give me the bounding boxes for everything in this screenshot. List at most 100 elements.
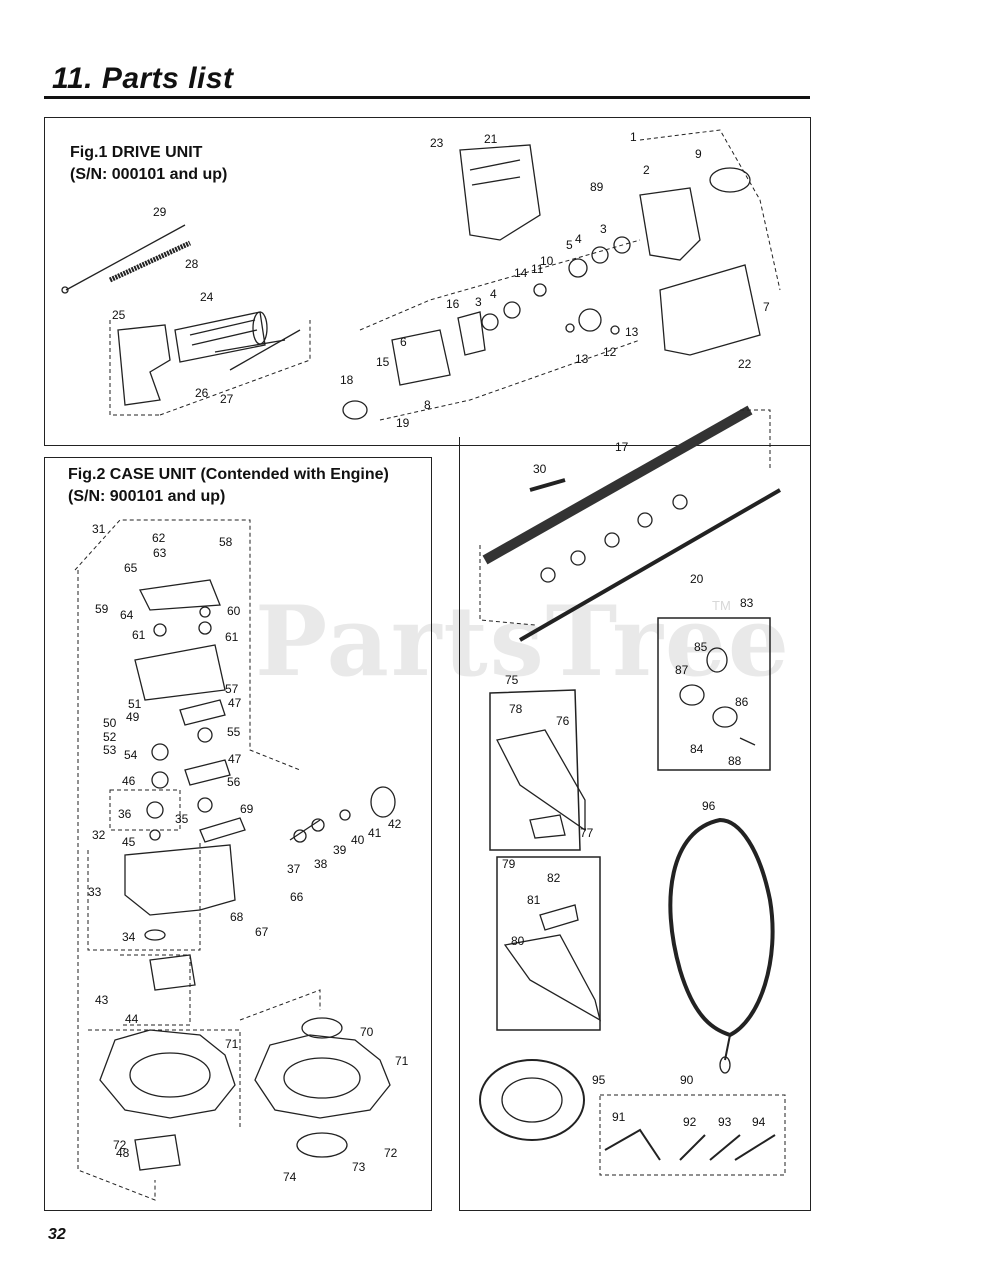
callout-2: 2	[643, 163, 650, 177]
callout-23: 23	[430, 136, 444, 150]
callout-13: 13	[575, 352, 589, 366]
part-30	[529, 478, 566, 492]
callout-75: 75	[505, 673, 519, 687]
clamp	[342, 400, 368, 420]
callout-3: 3	[475, 295, 482, 309]
callout-45: 45	[122, 835, 136, 849]
callout-32: 32	[92, 828, 106, 842]
guard-80	[503, 934, 602, 1022]
tool-91	[604, 1128, 661, 1161]
callout-90: 90	[680, 1073, 694, 1087]
washer-70	[301, 1017, 343, 1039]
callout-92: 92	[683, 1115, 697, 1129]
callout-22: 22	[738, 357, 752, 371]
callout-40: 40	[351, 833, 365, 847]
callout-28: 28	[185, 257, 199, 271]
callout-69: 69	[240, 802, 254, 816]
callout-82: 82	[547, 871, 561, 885]
callout-4: 4	[575, 232, 582, 246]
title-rule	[44, 96, 810, 99]
callout-25: 25	[112, 308, 126, 322]
throttle-cable	[65, 224, 186, 291]
box-79	[496, 856, 601, 1031]
callout-55: 55	[227, 725, 241, 739]
fig1-panel	[44, 117, 811, 446]
callout-1: 1	[630, 130, 637, 144]
blade-95	[479, 1059, 585, 1141]
tool-93	[709, 1134, 741, 1161]
callout-19: 19	[396, 416, 410, 430]
callout-57: 57	[225, 682, 239, 696]
callout-16: 16	[446, 297, 460, 311]
callout-71: 71	[395, 1054, 409, 1068]
callout-53: 53	[103, 743, 117, 757]
fig2-title-line2: (S/N: 900101 and up)	[68, 488, 226, 505]
throttle-housing	[117, 324, 171, 406]
callout-89: 89	[590, 180, 604, 194]
page-title: 11. Parts list	[52, 62, 234, 95]
callout-3: 3	[600, 222, 607, 236]
callout-50: 50	[103, 716, 117, 730]
callout-54: 54	[124, 748, 138, 762]
spring-cable	[108, 240, 192, 283]
callout-27: 27	[220, 392, 234, 406]
fig2-title-line1: Fig.2 CASE UNIT (Contended with Engine)	[68, 466, 389, 483]
callout-12: 12	[603, 345, 617, 359]
callout-56: 56	[227, 775, 241, 789]
tool-92	[679, 1134, 706, 1161]
case-33	[124, 844, 236, 916]
callout-83: 83	[740, 596, 754, 610]
callout-95: 95	[592, 1073, 606, 1087]
callout-10: 10	[540, 254, 554, 268]
callout-87: 87	[675, 663, 689, 677]
washer-73	[296, 1132, 348, 1158]
bracket-81	[539, 904, 579, 931]
callout-73: 73	[352, 1160, 366, 1174]
callout-6: 6	[400, 335, 407, 349]
callout-36: 36	[118, 807, 132, 821]
callout-34: 34	[122, 930, 136, 944]
upper-cover	[459, 144, 541, 241]
part-77	[529, 814, 566, 839]
callout-78: 78	[509, 702, 523, 716]
drive-housing	[391, 329, 451, 386]
callout-20: 20	[690, 572, 704, 586]
box-75	[489, 689, 581, 851]
callout-37: 37	[287, 862, 301, 876]
callout-66: 66	[290, 890, 304, 904]
pipe-17	[482, 405, 753, 565]
callout-13: 13	[625, 325, 639, 339]
drive-shaft-20	[519, 488, 781, 642]
callout-26: 26	[195, 386, 209, 400]
callout-39: 39	[333, 843, 347, 857]
callout-68: 68	[230, 910, 244, 924]
callout-9: 9	[695, 147, 702, 161]
callout-86: 86	[735, 695, 749, 709]
callout-11: 11	[531, 262, 544, 276]
callout-7: 7	[763, 300, 770, 314]
callout-46: 46	[122, 774, 136, 788]
callout-18: 18	[340, 373, 354, 387]
callout-30: 30	[533, 462, 547, 476]
gasket	[457, 311, 486, 356]
gasket-64	[134, 644, 226, 701]
callout-41: 41	[368, 826, 382, 840]
callout-59: 59	[95, 602, 109, 616]
part-69	[199, 817, 246, 843]
callout-93: 93	[718, 1115, 732, 1129]
callout-76: 76	[556, 714, 570, 728]
plate-59	[139, 579, 221, 611]
callout-14: 14	[514, 266, 528, 280]
callout-67: 67	[255, 925, 269, 939]
callout-4: 4	[490, 287, 497, 301]
callout-85: 85	[694, 640, 708, 654]
hub-43	[149, 954, 196, 991]
callout-21: 21	[484, 132, 498, 146]
callout-72: 72	[384, 1146, 398, 1160]
callout-61: 61	[225, 630, 239, 644]
callout-15: 15	[376, 355, 390, 369]
callout-52: 52	[103, 730, 117, 744]
callout-58: 58	[219, 535, 233, 549]
callout-72: 72	[113, 1138, 127, 1152]
